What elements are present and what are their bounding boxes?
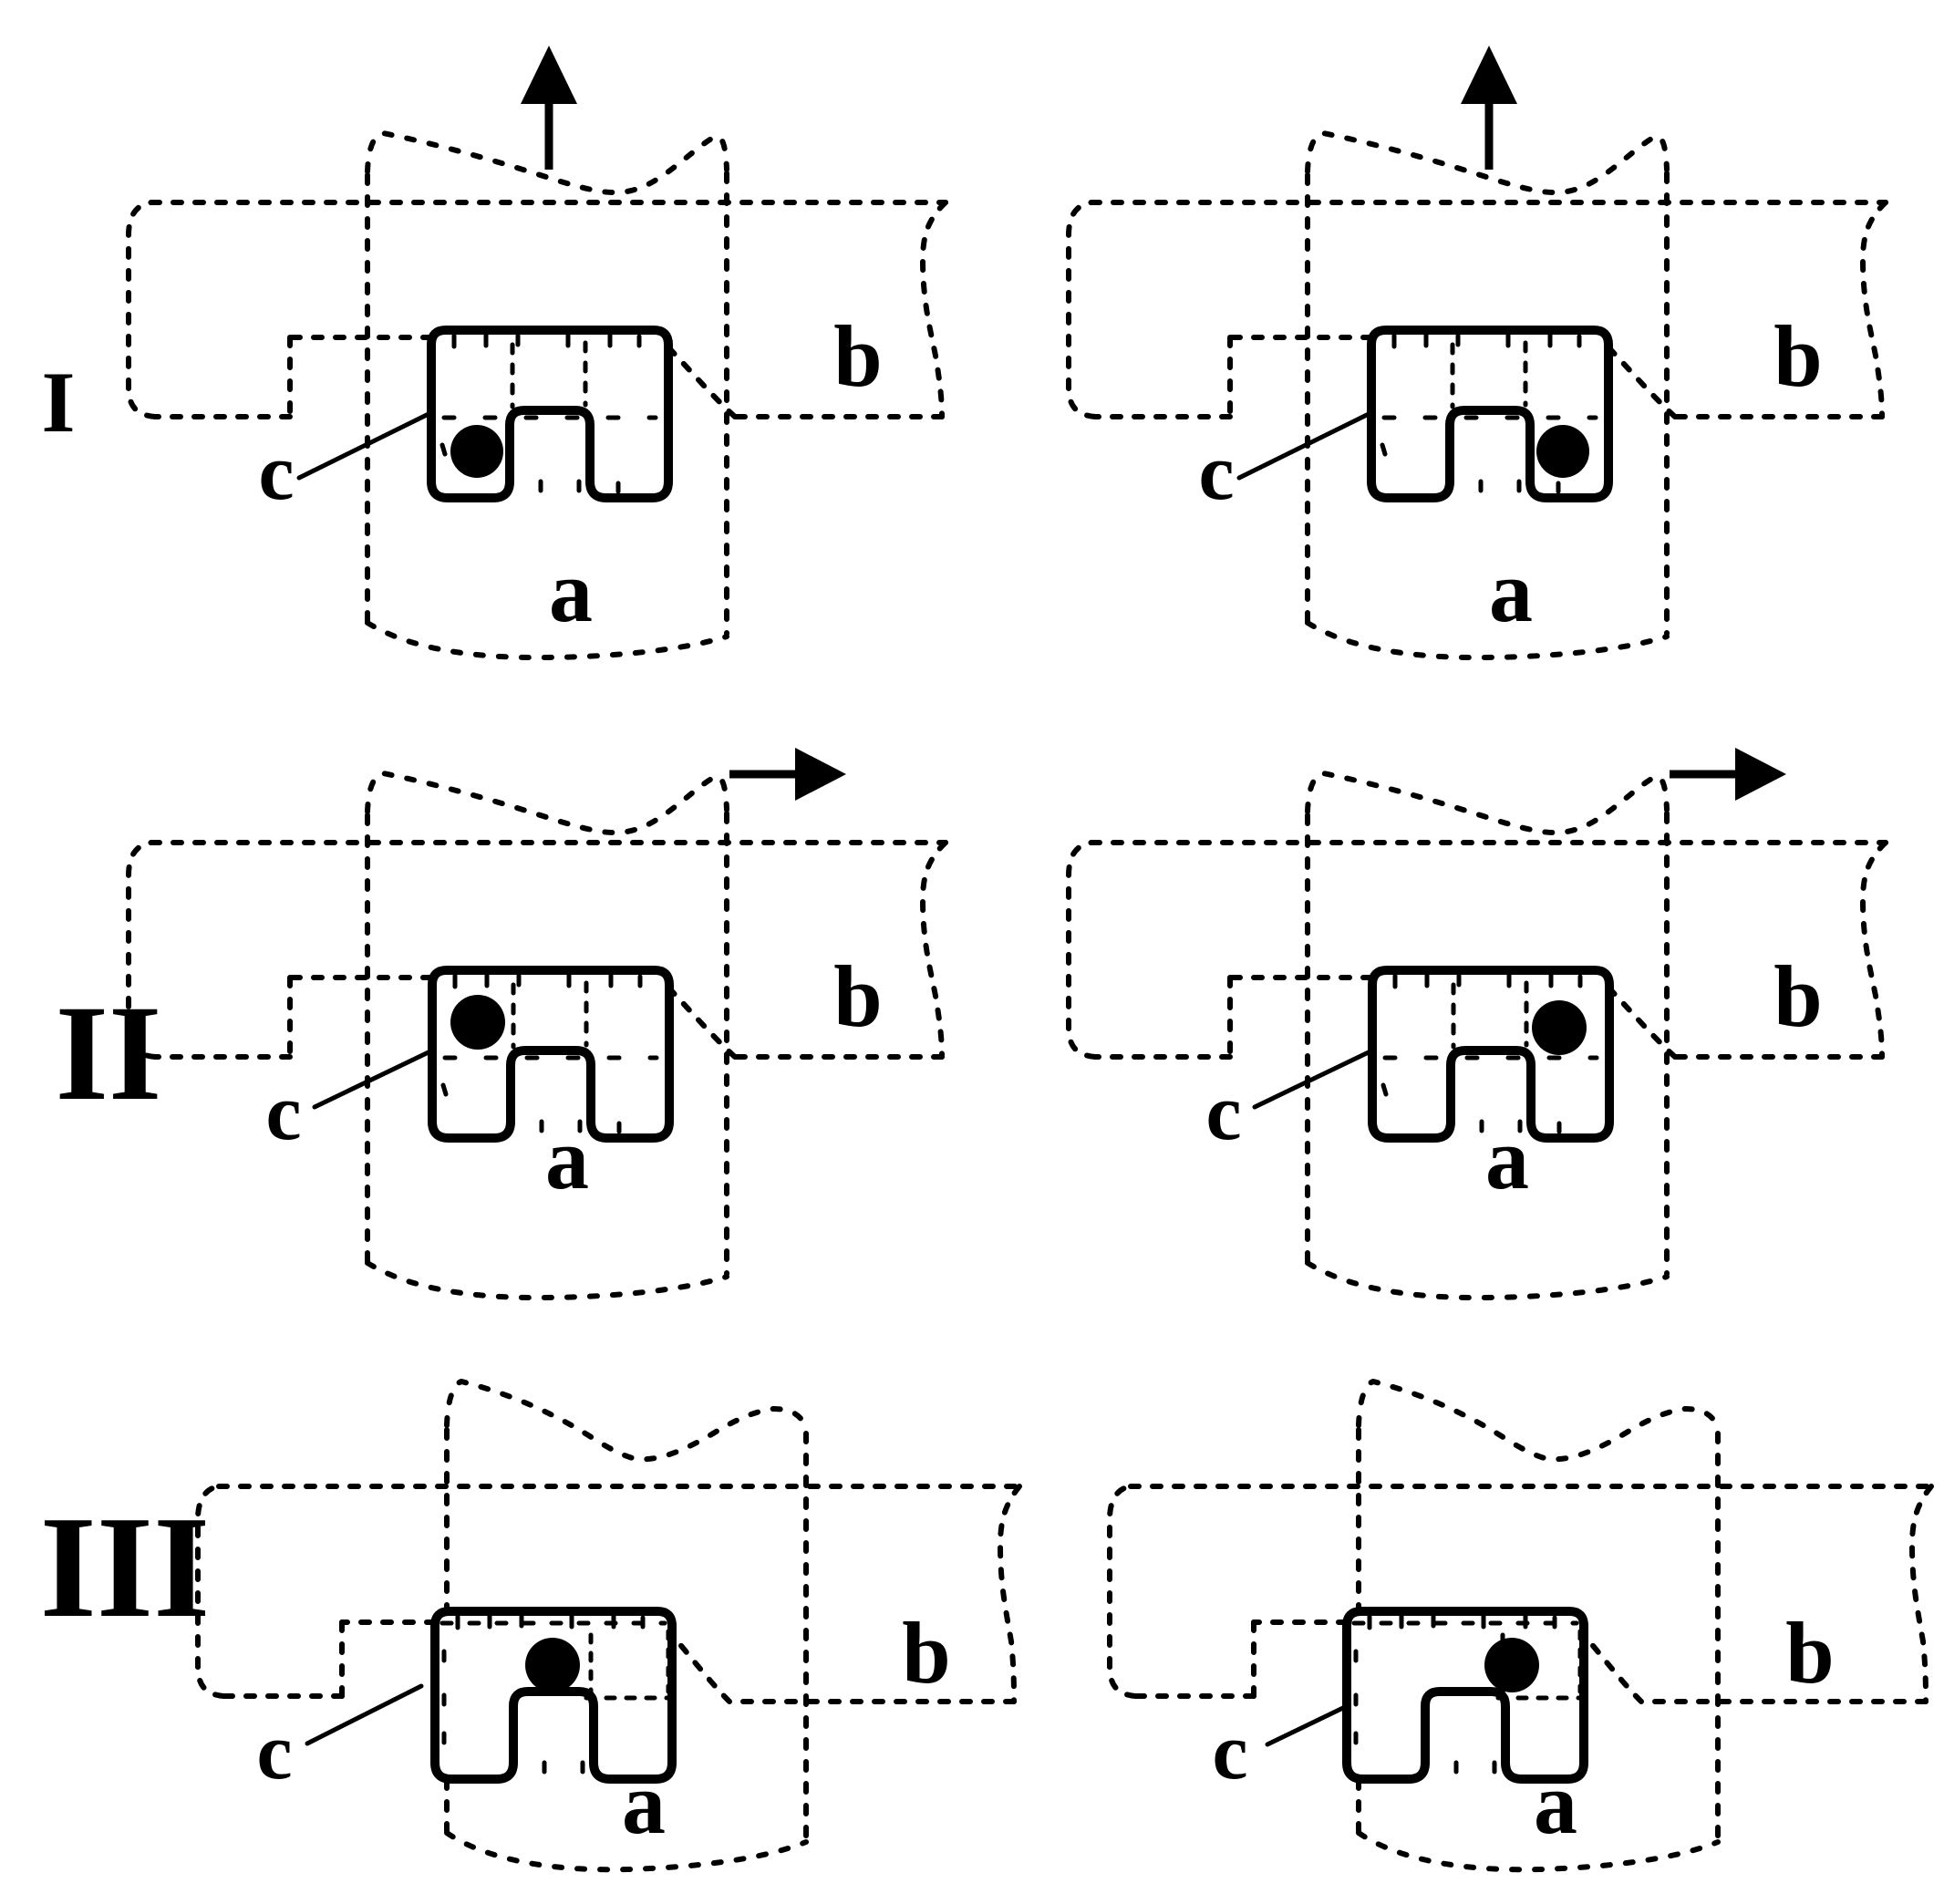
panel-row3-right: a b c	[1110, 1381, 1931, 1869]
ligand-dot	[450, 995, 505, 1050]
panel-row1-right: a b c	[1069, 46, 1886, 657]
label-a: a	[545, 1110, 589, 1207]
panel-row1-left: a b c	[129, 46, 946, 657]
label-b: b	[1773, 307, 1822, 405]
panel-row2-left: a b c	[129, 748, 946, 1298]
label-a: a	[549, 543, 593, 640]
ligand-dot	[525, 1638, 580, 1692]
ligand-dot	[1536, 425, 1589, 478]
ligand-dot	[1532, 1000, 1587, 1055]
label-b: b	[833, 307, 882, 405]
label-a: a	[1489, 543, 1533, 640]
leader-line-c	[1236, 411, 1371, 481]
label-c: c	[256, 1708, 292, 1796]
leader-line-c	[1265, 1703, 1349, 1747]
leader-line-c	[312, 1048, 435, 1110]
label-b: b	[833, 947, 882, 1045]
label-a: a	[1485, 1110, 1529, 1207]
label-c: c	[1198, 429, 1234, 517]
panel-row2-right: a b c	[1069, 748, 1886, 1298]
right-arrow	[1670, 748, 1786, 801]
label-c: c	[1212, 1708, 1247, 1796]
label-c: c	[265, 1069, 301, 1157]
label-a: a	[1534, 1754, 1577, 1852]
row-numeral-II: II	[56, 978, 162, 1129]
panel-row3-left: a b c	[198, 1381, 1019, 1869]
row-numeral-III: III	[40, 1485, 211, 1648]
leader-line-c	[305, 1683, 424, 1746]
up-arrow	[521, 46, 577, 170]
label-c: c	[1205, 1069, 1241, 1157]
leader-line-c	[1252, 1048, 1375, 1110]
right-arrow	[729, 748, 846, 801]
label-b: b	[1773, 947, 1822, 1045]
ligand-dot	[1484, 1638, 1539, 1692]
leader-line-c	[296, 411, 431, 481]
up-arrow	[1461, 46, 1517, 170]
row-numeral-I: I	[42, 354, 76, 450]
label-b: b	[902, 1604, 950, 1702]
ligand-dot	[450, 425, 503, 478]
label-a: a	[622, 1754, 666, 1852]
label-b: b	[1785, 1604, 1834, 1702]
label-c: c	[258, 429, 294, 517]
